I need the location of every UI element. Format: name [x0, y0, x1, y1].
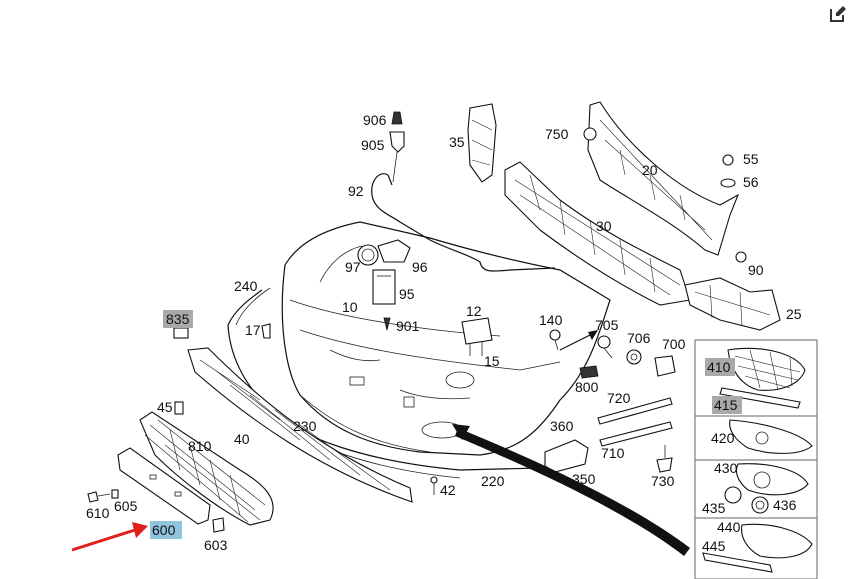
- label-360: 360: [550, 418, 574, 434]
- label-140: 140: [539, 312, 563, 328]
- highlight-835: [163, 310, 193, 328]
- label-15: 15: [484, 353, 500, 369]
- label-40: 40: [234, 431, 250, 447]
- ring-435: [724, 486, 742, 504]
- cover-420: [729, 419, 813, 454]
- label-720: 720: [607, 390, 631, 406]
- label-901: 901: [396, 318, 420, 334]
- label-603: 603: [204, 537, 228, 553]
- clip-800: [579, 365, 599, 379]
- highlight-410: [705, 358, 735, 376]
- label-410: 410: [707, 359, 731, 375]
- sensor-905: [389, 131, 405, 153]
- label-835: 835: [166, 311, 190, 327]
- sensor-ring-97: [357, 244, 379, 266]
- label-445: 445: [702, 538, 726, 554]
- label-42: 42: [440, 482, 456, 498]
- label-710: 710: [601, 445, 625, 461]
- label-750: 750: [545, 126, 569, 142]
- label-95: 95: [399, 286, 415, 302]
- trim-710: [599, 421, 673, 447]
- nut-706: [626, 349, 642, 365]
- grille-810: [139, 411, 274, 526]
- bracket-left: [467, 103, 497, 183]
- label-420: 420: [711, 430, 735, 446]
- bumper-reinforcement: [587, 101, 740, 256]
- label-906: 906: [363, 112, 387, 128]
- clip-750: [583, 127, 597, 141]
- bracket-350: [544, 439, 589, 473]
- label-600: 600: [152, 522, 176, 538]
- ring-436: [751, 496, 769, 514]
- label-435: 435: [702, 500, 726, 516]
- clip-700: [654, 355, 676, 377]
- highlight-600: [150, 521, 182, 539]
- label-220: 220: [481, 473, 505, 489]
- part-labels: 906 905 92 35 750 55 56 20 30 90 97 96 9…: [86, 112, 802, 554]
- bracket-right: [684, 277, 781, 331]
- label-56: 56: [743, 174, 759, 190]
- label-96: 96: [412, 259, 428, 275]
- control-unit-95: [372, 269, 396, 305]
- label-436: 436: [773, 497, 797, 513]
- label-430: 430: [714, 460, 738, 476]
- label-350: 350: [572, 471, 596, 487]
- screw-730: [656, 457, 673, 473]
- lower-grille-40: [187, 347, 413, 503]
- label-810: 810: [188, 438, 212, 454]
- label-605: 605: [114, 498, 138, 514]
- label-700: 700: [662, 336, 686, 352]
- label-97: 97: [345, 259, 361, 275]
- screw-705: [597, 335, 611, 349]
- strip-445: [702, 552, 773, 573]
- label-610: 610: [86, 505, 110, 521]
- highlight-415: [712, 396, 742, 414]
- screw-610: [87, 491, 99, 503]
- frame-430: [735, 463, 809, 496]
- edit-icon[interactable]: [828, 4, 848, 24]
- label-25: 25: [786, 306, 802, 322]
- label-12: 12: [466, 303, 482, 319]
- sensor-96: [377, 239, 411, 263]
- label-90: 90: [748, 262, 764, 278]
- label-415: 415: [714, 397, 738, 413]
- label-10: 10: [342, 299, 358, 315]
- label-800: 800: [575, 379, 599, 395]
- label-730: 730: [651, 473, 675, 489]
- trim-415: [719, 387, 801, 409]
- label-905: 905: [361, 137, 385, 153]
- label-55: 55: [743, 151, 759, 167]
- wire-harness: [371, 173, 556, 272]
- label-20: 20: [642, 162, 658, 178]
- label-35: 35: [449, 134, 465, 150]
- trim-720: [597, 397, 673, 425]
- red-arrow: [71, 528, 136, 552]
- label-45: 45: [157, 399, 173, 415]
- label-240: 240: [234, 278, 258, 294]
- label-706: 706: [627, 330, 651, 346]
- mount-12: [461, 317, 493, 345]
- label-30: 30: [596, 218, 612, 234]
- plate-holder-600: [117, 447, 211, 525]
- label-705: 705: [595, 317, 619, 333]
- frame-440: [741, 523, 813, 559]
- label-17: 17: [245, 322, 261, 338]
- label-440: 440: [717, 519, 741, 535]
- screw-55: [722, 154, 734, 166]
- label-230: 230: [293, 418, 317, 434]
- label-92: 92: [348, 183, 364, 199]
- pointer-arrow: [455, 428, 690, 556]
